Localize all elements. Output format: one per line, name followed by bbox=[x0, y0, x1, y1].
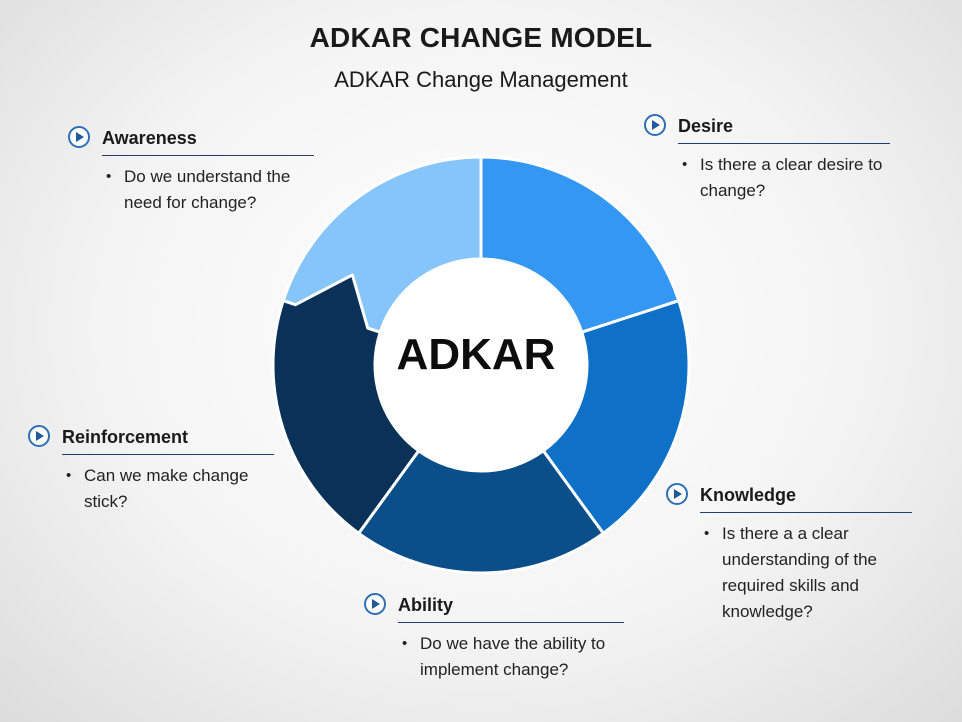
play-circle-icon bbox=[364, 593, 386, 615]
stage-title: Awareness bbox=[102, 128, 314, 156]
stage-title: Knowledge bbox=[700, 485, 912, 513]
stage-reinforcement: Reinforcement Can we make change stick? bbox=[28, 425, 274, 515]
stage-knowledge: Knowledge Is there a a clear understandi… bbox=[666, 483, 912, 625]
play-circle-icon bbox=[28, 425, 50, 447]
page-title: ADKAR CHANGE MODEL bbox=[309, 22, 653, 53]
stage-bullet: Can we make change stick? bbox=[66, 463, 274, 515]
play-circle-icon bbox=[666, 483, 688, 505]
center-circle bbox=[375, 259, 587, 471]
stage-title: Ability bbox=[398, 595, 624, 623]
stage-desire: Desire Is there a clear desire to change… bbox=[644, 114, 890, 204]
stage-title: Desire bbox=[678, 116, 890, 144]
play-circle-icon bbox=[68, 126, 90, 148]
play-circle-icon bbox=[644, 114, 666, 136]
stage-bullet: Is there a clear desire to change? bbox=[682, 152, 890, 204]
stage-ability: Ability Do we have the ability to implem… bbox=[364, 593, 624, 683]
stage-bullet: Do we understand the need for change? bbox=[106, 164, 314, 216]
stage-bullet: Is there a a clear understanding of the … bbox=[704, 521, 912, 625]
stage-awareness: Awareness Do we understand the need for … bbox=[68, 126, 314, 216]
center-label: ADKAR bbox=[396, 330, 556, 379]
page-subtitle: ADKAR Change Management bbox=[334, 67, 628, 92]
stage-bullet: Do we have the ability to implement chan… bbox=[402, 631, 624, 683]
stage-title: Reinforcement bbox=[62, 427, 274, 455]
